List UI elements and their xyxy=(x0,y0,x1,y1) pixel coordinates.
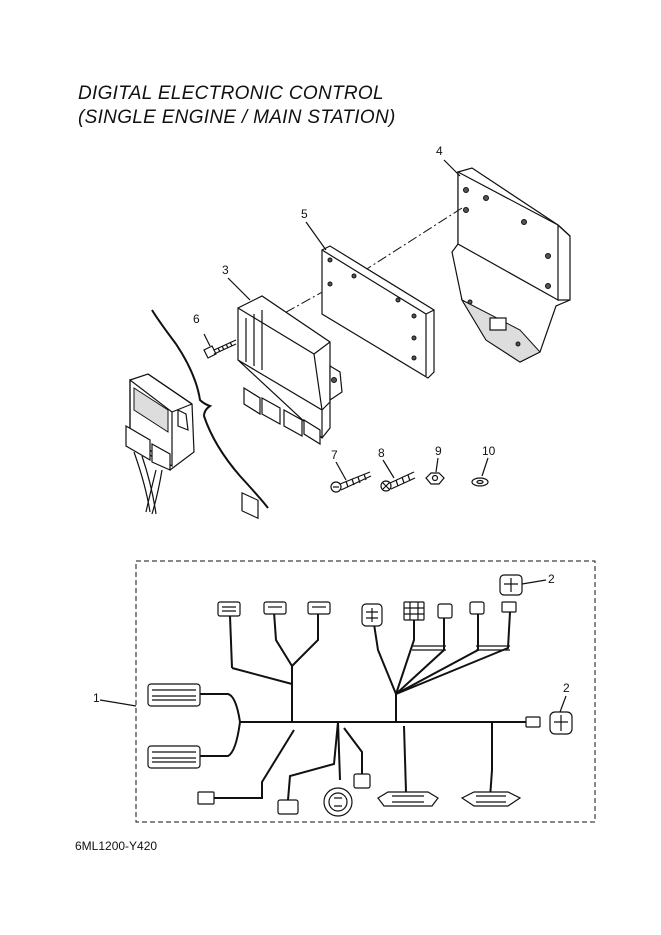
part-8-screw xyxy=(380,459,416,492)
part-4-bracket xyxy=(451,167,571,363)
leader-3 xyxy=(227,277,251,301)
document-code: 6ML1200-Y420 xyxy=(75,839,158,853)
callout-10: 10 xyxy=(482,444,496,458)
callout-1: 1 xyxy=(93,691,100,705)
part-5-plate xyxy=(321,245,435,379)
callout-6: 6 xyxy=(193,312,200,326)
callout-9: 9 xyxy=(435,444,442,458)
part-1-wire-harness xyxy=(99,560,596,823)
callout-3: 3 xyxy=(222,263,229,277)
installed-view xyxy=(125,373,195,515)
part-10-washer xyxy=(471,457,489,487)
callout-2-top: 2 xyxy=(548,572,555,586)
callout-4: 4 xyxy=(436,144,443,158)
leader-4 xyxy=(443,159,461,177)
part-7-screw xyxy=(330,461,372,493)
diagram-title-line2: (SINGLE ENGINE / MAIN STATION) xyxy=(78,107,396,128)
part-3-control-unit xyxy=(237,295,343,520)
assembly-brace xyxy=(151,309,269,509)
part-9-nut xyxy=(425,457,445,485)
callout-2-right: 2 xyxy=(563,681,570,695)
callout-7: 7 xyxy=(331,448,338,462)
leader-5 xyxy=(305,221,327,251)
part-6-bolt xyxy=(203,333,237,359)
diagram-title-line1: DIGITAL ELECTRONIC CONTROL xyxy=(78,83,384,104)
callout-8: 8 xyxy=(378,446,385,460)
callout-5: 5 xyxy=(301,207,308,221)
